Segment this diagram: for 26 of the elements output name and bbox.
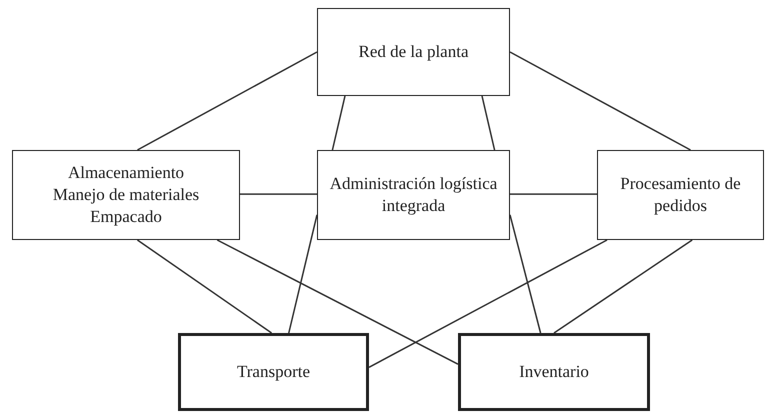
- concept-box: [317, 150, 510, 240]
- connector-line: [137, 51, 318, 151]
- connector-line: [288, 214, 318, 334]
- box-text: Procesamiento de pedidos: [619, 173, 742, 217]
- box-text: Manejo de materiales: [52, 184, 200, 206]
- connector-line: [481, 96, 496, 150]
- concept-box: [458, 333, 650, 411]
- concept-box: [317, 8, 510, 96]
- box-text: Administración logística integrada: [328, 173, 498, 217]
- connector-line: [510, 51, 691, 151]
- connector-line: [136, 239, 272, 334]
- concept-box: [12, 150, 240, 240]
- box-text: Almacenamiento: [68, 162, 184, 184]
- connector-line: [332, 96, 346, 150]
- box-text: Transporte: [236, 361, 310, 383]
- connector-line: [510, 193, 597, 195]
- connector-line: [368, 239, 608, 368]
- connector-line: [240, 193, 317, 195]
- concept-box: [178, 333, 369, 411]
- box-text: Inventario: [519, 361, 589, 383]
- connector-line: [509, 214, 542, 334]
- box-text: Red de la planta: [358, 41, 468, 63]
- concept-box: [597, 150, 764, 240]
- connector-line: [554, 239, 693, 334]
- box-text: Empacado: [90, 206, 162, 228]
- connector-line: [216, 239, 458, 365]
